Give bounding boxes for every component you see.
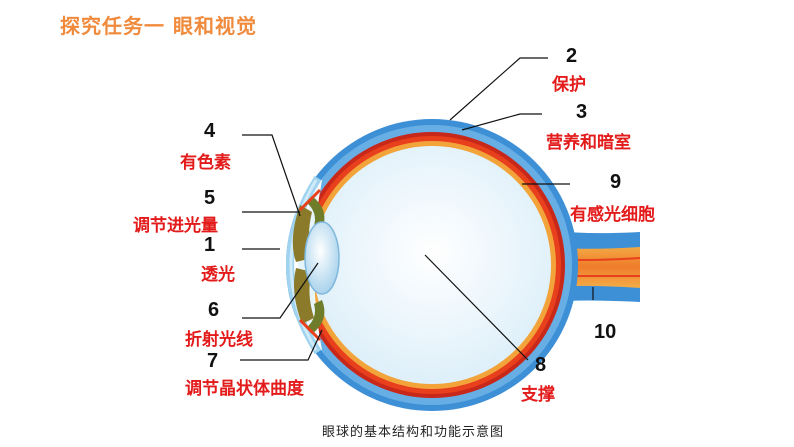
label-regulate-light: 调节进光量 [133, 216, 218, 236]
label-number-4: 4 [204, 120, 216, 142]
label-number-10: 10 [594, 321, 617, 343]
label-pigment: 有色素 [180, 153, 231, 173]
label-number-6: 6 [208, 299, 220, 321]
label-number-3: 3 [576, 101, 588, 123]
label-number-2: 2 [566, 45, 578, 67]
label-number-7: 7 [207, 350, 219, 372]
page-title: 探究任务一 眼和视觉 [60, 14, 257, 38]
label-number-9: 9 [610, 171, 622, 193]
label-photoreceptor: 有感光细胞 [570, 205, 655, 225]
label-refract-light: 折射光线 [185, 330, 253, 350]
label-protect: 保护 [552, 75, 586, 95]
vitreous-body [313, 146, 551, 384]
label-number-5: 5 [204, 187, 216, 209]
label-nutrition-darkroom: 营养和暗室 [546, 133, 631, 153]
label-adjust-lens: 调节晶状体曲度 [185, 379, 304, 399]
lens [304, 221, 340, 295]
leader-lines [240, 57, 594, 361]
label-number-8: 8 [535, 354, 547, 376]
diagram-caption: 眼球的基本结构和功能示意图 [322, 425, 505, 440]
label-number-1: 1 [204, 234, 216, 256]
label-support: 支撑 [521, 385, 555, 405]
label-transmit-light: 透光 [201, 265, 235, 285]
